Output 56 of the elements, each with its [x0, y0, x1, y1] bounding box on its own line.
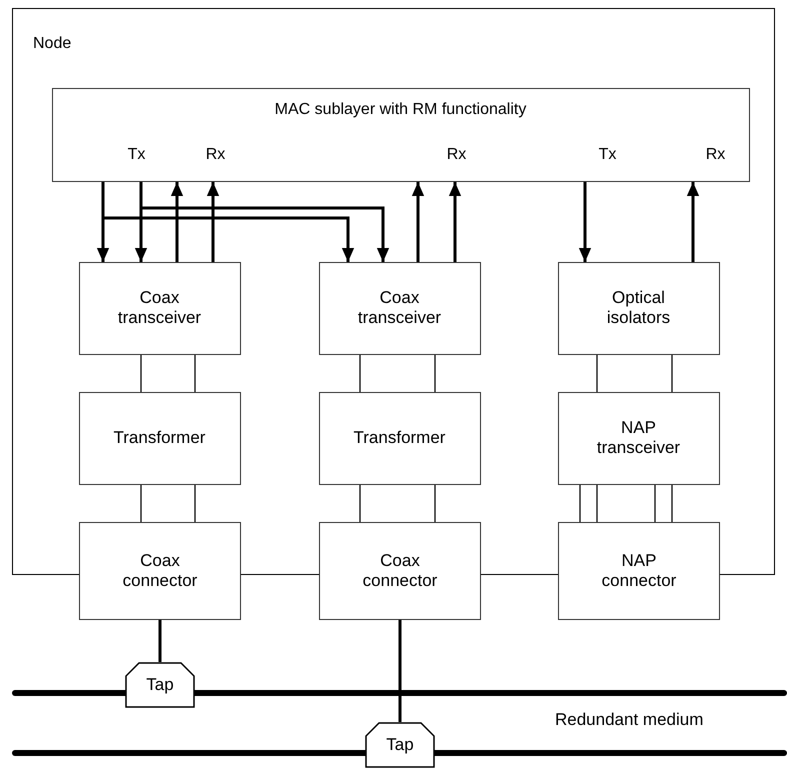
arrow: [102, 182, 354, 262]
component-box: [558, 392, 720, 484]
connector-line: [596, 485, 598, 522]
connector-line: [398, 620, 402, 722]
arrow: [686, 182, 700, 262]
connector-line: [158, 620, 162, 662]
tap-shape: [125, 662, 195, 708]
port-label: Tx: [126, 146, 146, 164]
port-label: Rx: [204, 146, 226, 164]
arrow: [140, 182, 390, 262]
sublayer-box: [52, 88, 750, 182]
component-box: [318, 392, 480, 484]
medium-label: Redundant medium: [555, 710, 704, 730]
connector-line: [671, 355, 673, 392]
component-label: Coax transceiver: [356, 288, 442, 328]
component-label: Coax transceiver: [116, 288, 202, 328]
component-label: Transformer: [114, 428, 206, 448]
component-box: [319, 522, 481, 620]
component-label: NAP connector: [600, 550, 678, 592]
component-label: Optical isolators: [606, 288, 672, 328]
component-label: Transformer: [354, 428, 446, 448]
connector-line: [434, 355, 436, 392]
connector-line: [434, 485, 436, 522]
component-label: Coax connector: [362, 550, 438, 592]
connector-line: [579, 485, 581, 522]
port-label: Rx: [446, 146, 468, 164]
tap-label: Tap: [386, 734, 414, 756]
connector-line: [194, 485, 196, 522]
component-box: [79, 522, 241, 620]
arrow: [448, 182, 462, 262]
component-box: [558, 262, 720, 354]
component-box: [318, 262, 480, 354]
connector-line: [194, 355, 196, 392]
component-label: NAP transceiver: [596, 418, 682, 458]
connector-line: [140, 355, 142, 392]
port-label: Rx: [704, 146, 726, 164]
component-box: [78, 392, 240, 484]
node-title: Node: [33, 35, 72, 53]
connector-line: [140, 485, 142, 522]
sublayer-title: MAC sublayer with RM functionality: [274, 100, 528, 118]
arrow: [170, 182, 184, 262]
arrow: [412, 182, 424, 262]
connector-line: [359, 485, 361, 522]
component-box: [558, 522, 720, 620]
connector-line: [596, 355, 598, 392]
connector-line: [359, 355, 361, 392]
connector-line: [654, 485, 656, 522]
tap-shape: [365, 722, 435, 768]
arrow: [578, 182, 592, 262]
port-label: Tx: [598, 146, 618, 164]
tap-label: Tap: [146, 674, 174, 696]
connector-line: [671, 485, 673, 522]
node-boundary: [12, 8, 775, 575]
component-box: [78, 262, 240, 354]
component-label: Coax connector: [122, 550, 198, 592]
arrow: [206, 182, 220, 262]
